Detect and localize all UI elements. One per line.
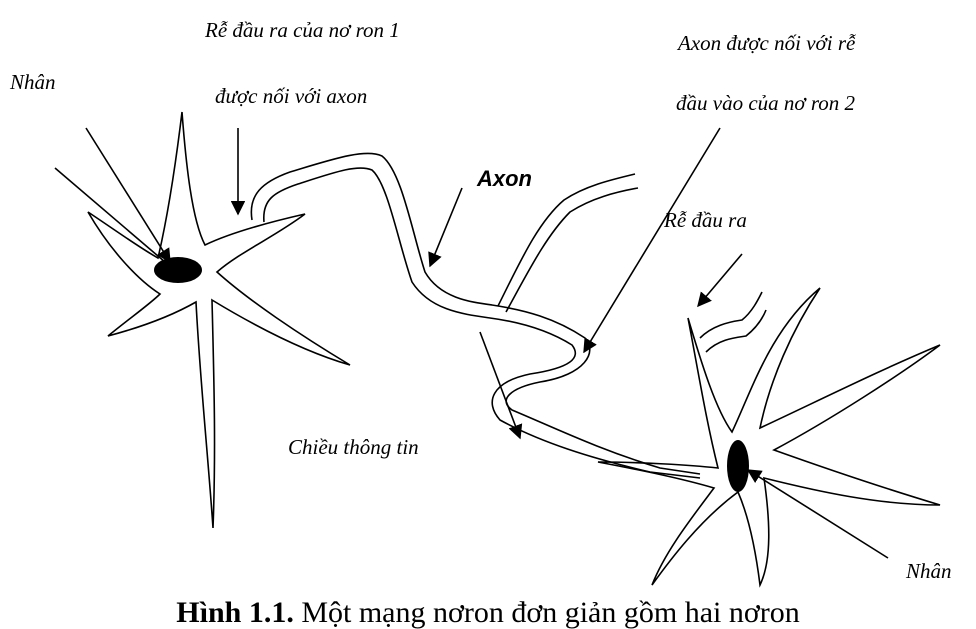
- neuron-1-nucleus: [154, 257, 202, 283]
- axon-outer: [251, 153, 700, 474]
- output-root-label: Rễ đầu ra: [664, 210, 747, 231]
- dendrite-output-label-line2: được nối với axon: [215, 86, 367, 107]
- axon-connect-label-line2: đầu vào của nơ ron 2: [676, 93, 855, 114]
- arrow-nucleus-left-2: [55, 168, 165, 262]
- figure-caption-text: Một mạng nơron đơn giản gồm hai nơron: [301, 596, 799, 629]
- arrow-output-root: [698, 254, 742, 306]
- neuron-2-nucleus: [727, 440, 749, 492]
- info-direction-label: Chiều thông tin: [288, 437, 419, 458]
- arrow-info-direction: [480, 332, 520, 438]
- figure-number: Hình 1.1.: [176, 596, 294, 629]
- arrow-axon: [430, 188, 462, 266]
- arrow-nucleus-left: [86, 128, 170, 262]
- neuron-1-body: [88, 112, 350, 528]
- arrow-axon-connect: [584, 128, 720, 352]
- nucleus-right-label: Nhân: [906, 561, 952, 582]
- figure-caption: Hình 1.1. Một mạng nơron đơn giản gồm ha…: [0, 598, 976, 628]
- nucleus-left-label: Nhân: [10, 72, 56, 93]
- axon-label: Axon: [477, 168, 532, 190]
- axon-connect-label-line1: Axon được nối với rễ: [678, 33, 855, 54]
- axon-inner: [264, 168, 700, 478]
- neuron-2-body: [598, 288, 940, 585]
- dendrite-output-label-line1: Rễ đầu ra của nơ ron 1: [205, 20, 400, 41]
- output-root-inner: [706, 310, 766, 352]
